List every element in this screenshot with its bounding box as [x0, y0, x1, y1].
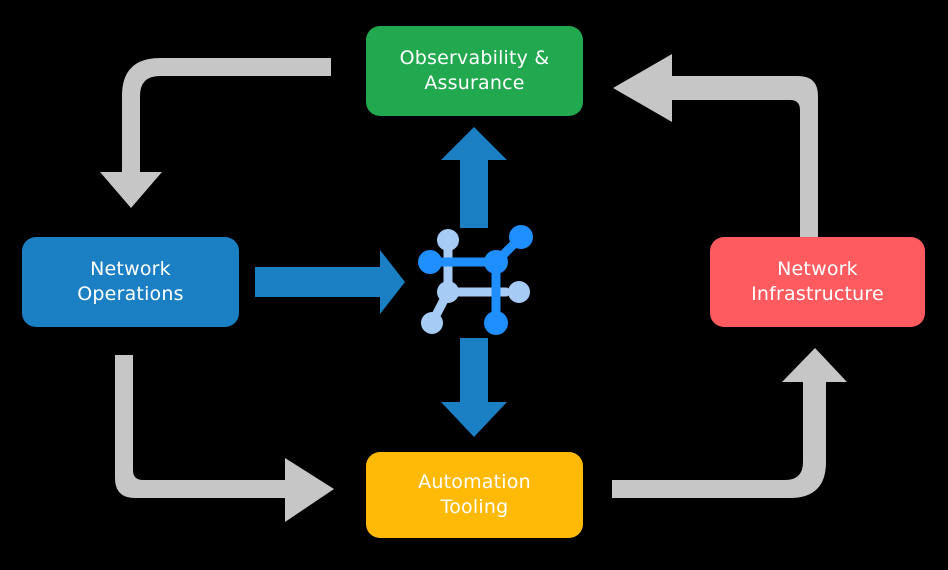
arrow-center-to-automation	[441, 338, 507, 437]
arrow-operations-to-center	[255, 250, 405, 314]
node-automation-tooling[interactable]: Automation Tooling	[366, 452, 583, 538]
node-network-infrastructure[interactable]: Network Infrastructure	[710, 237, 925, 327]
arrow-observability-to-operations	[100, 58, 331, 208]
arrow-infrastructure-to-observability	[613, 54, 818, 240]
arrow-operations-to-automation	[115, 355, 334, 522]
node-observability-assurance[interactable]: Observability & Assurance	[366, 26, 583, 116]
arrow-center-to-observability	[441, 127, 507, 228]
node-network-operations[interactable]: Network Operations	[22, 237, 239, 327]
network-topology-icon	[418, 225, 533, 335]
arrow-automation-to-infrastructure	[612, 348, 847, 498]
